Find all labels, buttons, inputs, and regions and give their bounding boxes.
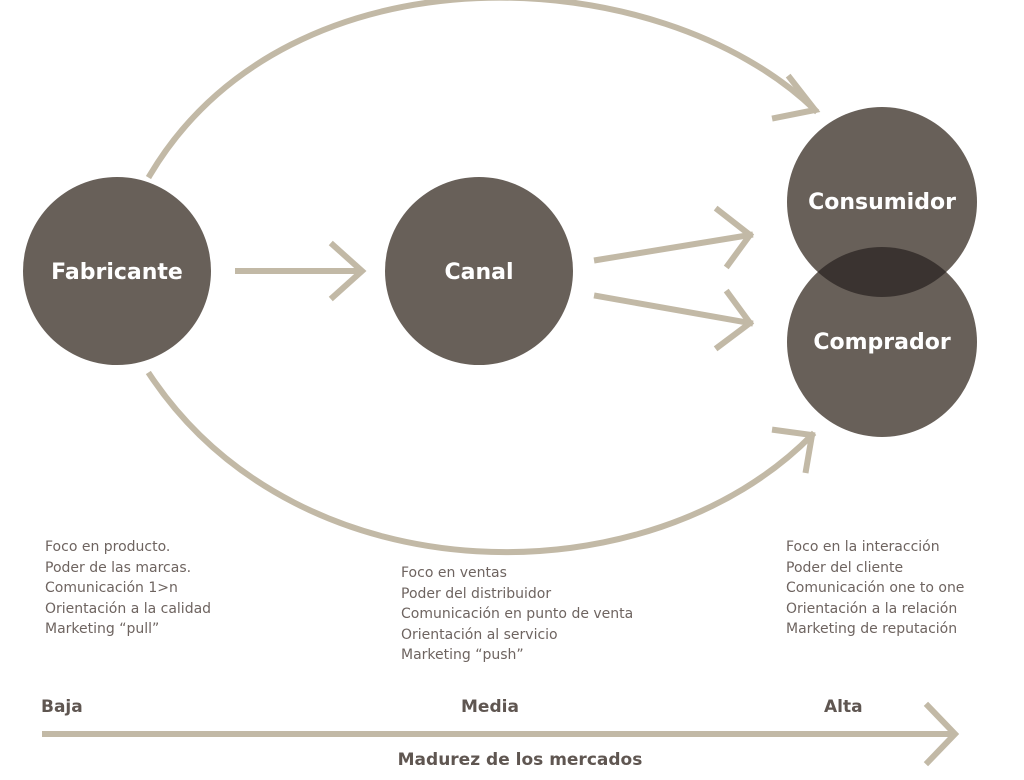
label-canal: Canal bbox=[444, 260, 513, 285]
description-line: Orientación a la relación bbox=[786, 600, 958, 617]
arrow-canal-to-comprador bbox=[593, 292, 754, 327]
description-line: Poder del cliente bbox=[786, 559, 904, 576]
description-line: Foco en producto. bbox=[45, 539, 171, 555]
arc-bottom-arrowhead bbox=[771, 426, 816, 474]
node-consumidor bbox=[787, 107, 977, 297]
arc-top-arrowhead bbox=[771, 73, 821, 122]
description-line: Foco en la interacción bbox=[786, 539, 940, 555]
description-line: Orientación a la calidad bbox=[45, 600, 212, 617]
label-fabricante: Fabricante bbox=[51, 260, 183, 285]
label-comprador: Comprador bbox=[813, 330, 950, 355]
description-line: Comunicación en punto de venta bbox=[401, 606, 634, 622]
arrow-canal-to-consumidor-head bbox=[713, 205, 755, 270]
description-line: Poder de las marcas. bbox=[45, 559, 192, 576]
arc-bottom-fabricante-to-comprador bbox=[145, 370, 817, 556]
description-line: Comunicación 1>n bbox=[45, 580, 178, 596]
node-canal bbox=[385, 177, 573, 365]
description-line: Orientación al servicio bbox=[401, 626, 558, 643]
arrow-canal-to-consumidor bbox=[593, 231, 754, 264]
axis-level-media: Media bbox=[461, 697, 519, 717]
description-line: Marketing de reputación bbox=[786, 621, 958, 637]
axis-level-alta: Alta bbox=[824, 697, 863, 717]
node-fabricante bbox=[23, 177, 211, 365]
axis-title: Madurez de los mercados bbox=[397, 750, 643, 770]
arrow-canal-to-comprador-head bbox=[713, 288, 755, 352]
axis-arrowhead bbox=[923, 701, 960, 767]
description-line: Foco en ventas bbox=[401, 565, 507, 581]
label-consumidor: Consumidor bbox=[808, 190, 956, 215]
node-comprador bbox=[787, 247, 977, 437]
description-fabricante: Foco en producto. Poder de las marcas. C… bbox=[45, 537, 211, 640]
description-cliente: Foco en la interacción Poder del cliente… bbox=[786, 537, 964, 640]
arc-top-fabricante-to-consumidor bbox=[145, 0, 820, 180]
description-line: Marketing “push” bbox=[401, 647, 524, 663]
description-line: Poder del distribuidor bbox=[401, 585, 552, 602]
arrow-fabricante-to-canal-head bbox=[328, 240, 367, 302]
axis-level-baja: Baja bbox=[41, 697, 83, 717]
description-line: Marketing “pull” bbox=[45, 621, 160, 637]
description-line: Comunicación one to one bbox=[786, 580, 965, 596]
description-canal: Foco en ventas Poder del distribuidor Co… bbox=[401, 563, 633, 666]
